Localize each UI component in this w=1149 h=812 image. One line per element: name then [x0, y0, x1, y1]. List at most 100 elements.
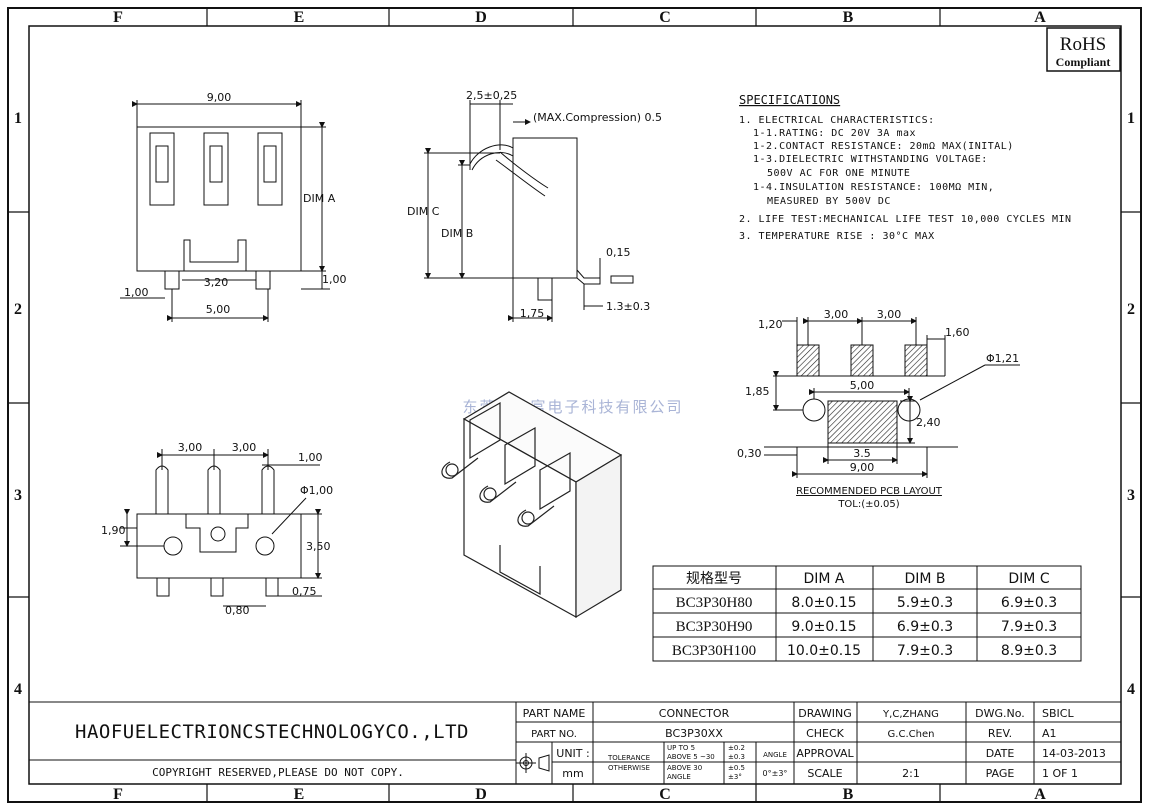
- col-label-top-3: D: [475, 9, 487, 26]
- pcb-dim-9: 3.5: [853, 447, 871, 460]
- part-name-label: PART NAME: [523, 707, 586, 720]
- check-value: G.C.Chen: [888, 729, 935, 740]
- scale-value: 2:1: [902, 767, 920, 780]
- row-label-left-3: 3: [14, 487, 22, 504]
- bottom-left-dim: 1,90: [101, 524, 126, 537]
- tol-row-4-label: ANGLE: [667, 773, 691, 781]
- pcb-dim-3: 3,00: [877, 308, 902, 321]
- col-label-top-5: B: [843, 9, 854, 26]
- outer-frame: [7, 7, 1142, 803]
- check-label: CHECK: [806, 727, 845, 740]
- pcb-dim-6: 5,00: [850, 379, 875, 392]
- zone-dividers: [8, 8, 1141, 802]
- table-row-1-model: BC3P30H80: [676, 595, 753, 611]
- bottom-height-dim: 3,50: [306, 540, 331, 553]
- table-row-1-dim-a: 8.0±0.15: [791, 595, 856, 611]
- part-no-label: PART NO.: [531, 729, 577, 740]
- table-row-3-dim-b: 7.9±0.3: [897, 643, 953, 659]
- spec-line-9: 3. TEMPERATURE RISE : 30°C MAX: [739, 231, 935, 242]
- pcb-dim-7: 2,40: [916, 416, 941, 429]
- table-header-dim-b: DIM B: [904, 571, 945, 587]
- table-row-2-model: BC3P30H90: [676, 619, 753, 635]
- bottom-pitch-1: 3,00: [178, 441, 203, 454]
- front-view: [120, 100, 330, 322]
- angle-label: ANGLE: [763, 751, 787, 759]
- pcb-dim-2: 3,00: [824, 308, 849, 321]
- specifications-block: SPECIFICATIONS 1. ELECTRICAL CHARACTERIS…: [739, 93, 1072, 242]
- tol-row-1-value: ±0.2: [728, 744, 745, 752]
- tol-row-4-value: ±3°: [728, 773, 742, 781]
- side-dim-b: DIM B: [441, 227, 473, 240]
- pcb-dim-10: 9,00: [850, 461, 875, 474]
- bottom-hole-dim: Φ1,00: [300, 484, 333, 497]
- table-row-1-dim-c: 6.9±0.3: [1001, 595, 1057, 611]
- dwg-no-label: DWG.No.: [975, 707, 1025, 720]
- row-label-right-4: 4: [1127, 681, 1135, 698]
- rohs-title: RoHS: [1060, 34, 1106, 55]
- page-value: 1 OF 1: [1042, 767, 1078, 780]
- dimension-table: [652, 565, 1082, 662]
- rohs-badge: RoHS Compliant: [1046, 27, 1121, 72]
- date-value: 14-03-2013: [1042, 747, 1106, 760]
- front-dim-a: DIM A: [303, 192, 336, 205]
- col-label-top-4: C: [659, 9, 671, 26]
- isometric-view: [441, 391, 623, 619]
- spec-title: SPECIFICATIONS: [739, 93, 840, 107]
- part-name-value: CONNECTOR: [659, 707, 730, 720]
- tol-row-2-label: ABOVE 5 ~30: [667, 753, 715, 761]
- col-label-bottom-1: F: [113, 786, 123, 803]
- side-base-dim: 1,75: [520, 307, 545, 320]
- dwg-no-value: SBICL: [1042, 707, 1074, 720]
- rev-value: A1: [1042, 727, 1057, 740]
- side-top-dim: 2,5±0,25: [466, 89, 517, 102]
- company-name: HAOFUELECTRIONCSTECHNOLOGYCO.,LTD: [75, 721, 469, 743]
- table-header-model: 规格型号: [686, 571, 742, 587]
- spec-line-8: 2. LIFE TEST:MECHANICAL LIFE TEST 10,000…: [739, 214, 1072, 225]
- otherwise-label: OTHERWISE: [608, 764, 650, 772]
- pcb-dim-8: 0,30: [737, 447, 762, 460]
- row-label-left-1: 1: [14, 110, 22, 127]
- tol-row-1-label: UP TO 5: [667, 744, 695, 752]
- date-label: DATE: [986, 747, 1015, 760]
- spec-line-3: 1-2.CONTACT RESISTANCE: 20mΩ MAX(INITAL): [753, 141, 1014, 152]
- row-label-right-1: 1: [1127, 110, 1135, 127]
- row-label-left-4: 4: [14, 681, 22, 698]
- angle-value: 0°±3°: [763, 769, 788, 778]
- table-row-2-dim-c: 7.9±0.3: [1001, 619, 1057, 635]
- table-row-3-dim-c: 8.9±0.3: [1001, 643, 1057, 659]
- pcb-dim-4: 1,60: [945, 326, 970, 339]
- spec-line-4: 1-3.DIELECTRIC WITHSTANDING VOLTAGE:: [753, 154, 988, 165]
- spec-line-5: 500V AC FOR ONE MINUTE: [767, 168, 910, 179]
- table-row-3-model: BC3P30H100: [672, 643, 756, 659]
- pcb-dim-5: 1,85: [745, 385, 770, 398]
- unit-label: UNIT :: [556, 747, 589, 760]
- tol-row-3-value: ±0.5: [728, 764, 745, 772]
- side-thickness-dim: 0,15: [606, 246, 631, 259]
- drawing-value: Y,C,ZHANG: [882, 709, 939, 720]
- part-no-value: BC3P30XX: [665, 727, 723, 740]
- col-label-bottom-2: E: [294, 786, 305, 803]
- front-pitch-dim: 3,20: [204, 276, 229, 289]
- col-label-bottom-5: B: [843, 786, 854, 803]
- tol-row-2-value: ±0.3: [728, 753, 745, 761]
- col-label-top-1: F: [113, 9, 123, 26]
- bottom-pitch-2: 3,00: [232, 441, 257, 454]
- table-header-dim-a: DIM A: [803, 571, 844, 587]
- drawing-label: DRAWING: [798, 707, 851, 720]
- tol-row-3-label: ABOVE 30: [667, 764, 702, 772]
- row-label-right-2: 2: [1127, 301, 1135, 318]
- approval-label: APPROVAL: [796, 747, 854, 760]
- pcb-layout: [764, 317, 1020, 478]
- table-row-2-dim-b: 6.9±0.3: [897, 619, 953, 635]
- front-width-dim: 9,00: [207, 91, 232, 104]
- row-label-left-2: 2: [14, 301, 22, 318]
- tolerance-label: TOLERANCE: [607, 754, 650, 762]
- pcb-dim-1: 1,20: [758, 318, 783, 331]
- side-compression-dim: (MAX.Compression) 0.5: [533, 111, 662, 124]
- rohs-subtitle: Compliant: [1056, 55, 1111, 69]
- rev-label: REV.: [988, 727, 1012, 740]
- table-header-dim-c: DIM C: [1008, 571, 1049, 587]
- front-pin-offset-dim: 1,00: [124, 286, 149, 299]
